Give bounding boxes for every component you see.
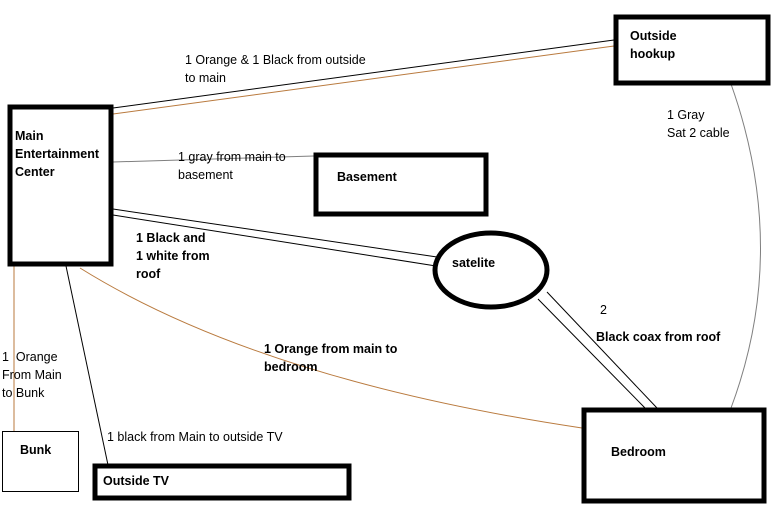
satellite-to-bedroom-label: Black coax from roof bbox=[596, 330, 721, 344]
satellite-to-bedroom-count: 2 bbox=[600, 303, 607, 317]
bunk-box bbox=[2, 431, 79, 492]
bunk-label: Bunk bbox=[20, 443, 52, 457]
cable-gray-hookup-to-bedroom bbox=[730, 83, 761, 409]
outside-tv-label: Outside TV bbox=[103, 474, 169, 488]
cable-white-roof-to-main bbox=[112, 214, 437, 267]
main-to-bedroom-label: 1 Orange from main to bedroom bbox=[264, 342, 398, 374]
cable-black-outside-to-main bbox=[112, 39, 615, 109]
satellite-label: satelite bbox=[452, 256, 496, 270]
cable-black-main-to-outside-tv bbox=[65, 265, 109, 466]
cable-black-roof-to-main bbox=[112, 208, 438, 258]
main-to-outside-tv-label: 1 black from Main to outside TV bbox=[107, 430, 283, 444]
cable-orange-outside-to-main bbox=[112, 45, 615, 115]
main-label: Main Entertainment Center bbox=[15, 129, 100, 179]
bedroom-label: Bedroom bbox=[611, 445, 666, 459]
outside-tv-box bbox=[92, 463, 352, 501]
outside-to-main-label: 1 Orange & 1 Black from outside to main bbox=[185, 53, 366, 85]
cable-coax-1-satellite-to-bedroom bbox=[537, 298, 646, 409]
bedroom-box bbox=[581, 407, 767, 504]
cable-gray-main-to-basement bbox=[112, 155, 315, 163]
hookup-to-bedroom-label: 1 Gray Sat 2 cable bbox=[667, 108, 730, 140]
main-to-basement-label: 1 gray from main to basement bbox=[178, 150, 286, 182]
main-to-bunk-label: 1 Orange From Main to Bunk bbox=[2, 350, 62, 400]
outside-hookup-box bbox=[613, 14, 771, 86]
basement-box bbox=[313, 152, 489, 217]
basement-label: Basement bbox=[337, 170, 397, 184]
satellite-ellipse bbox=[432, 230, 550, 310]
roof-to-main-label: 1 Black and 1 white from roof bbox=[136, 231, 210, 281]
main-entertainment-center-box bbox=[7, 104, 114, 267]
outside-hookup-label: Outside hookup bbox=[630, 29, 677, 61]
cable-coax-2-satellite-to-bedroom bbox=[546, 291, 658, 409]
cable-orange-main-to-bedroom bbox=[79, 267, 583, 429]
